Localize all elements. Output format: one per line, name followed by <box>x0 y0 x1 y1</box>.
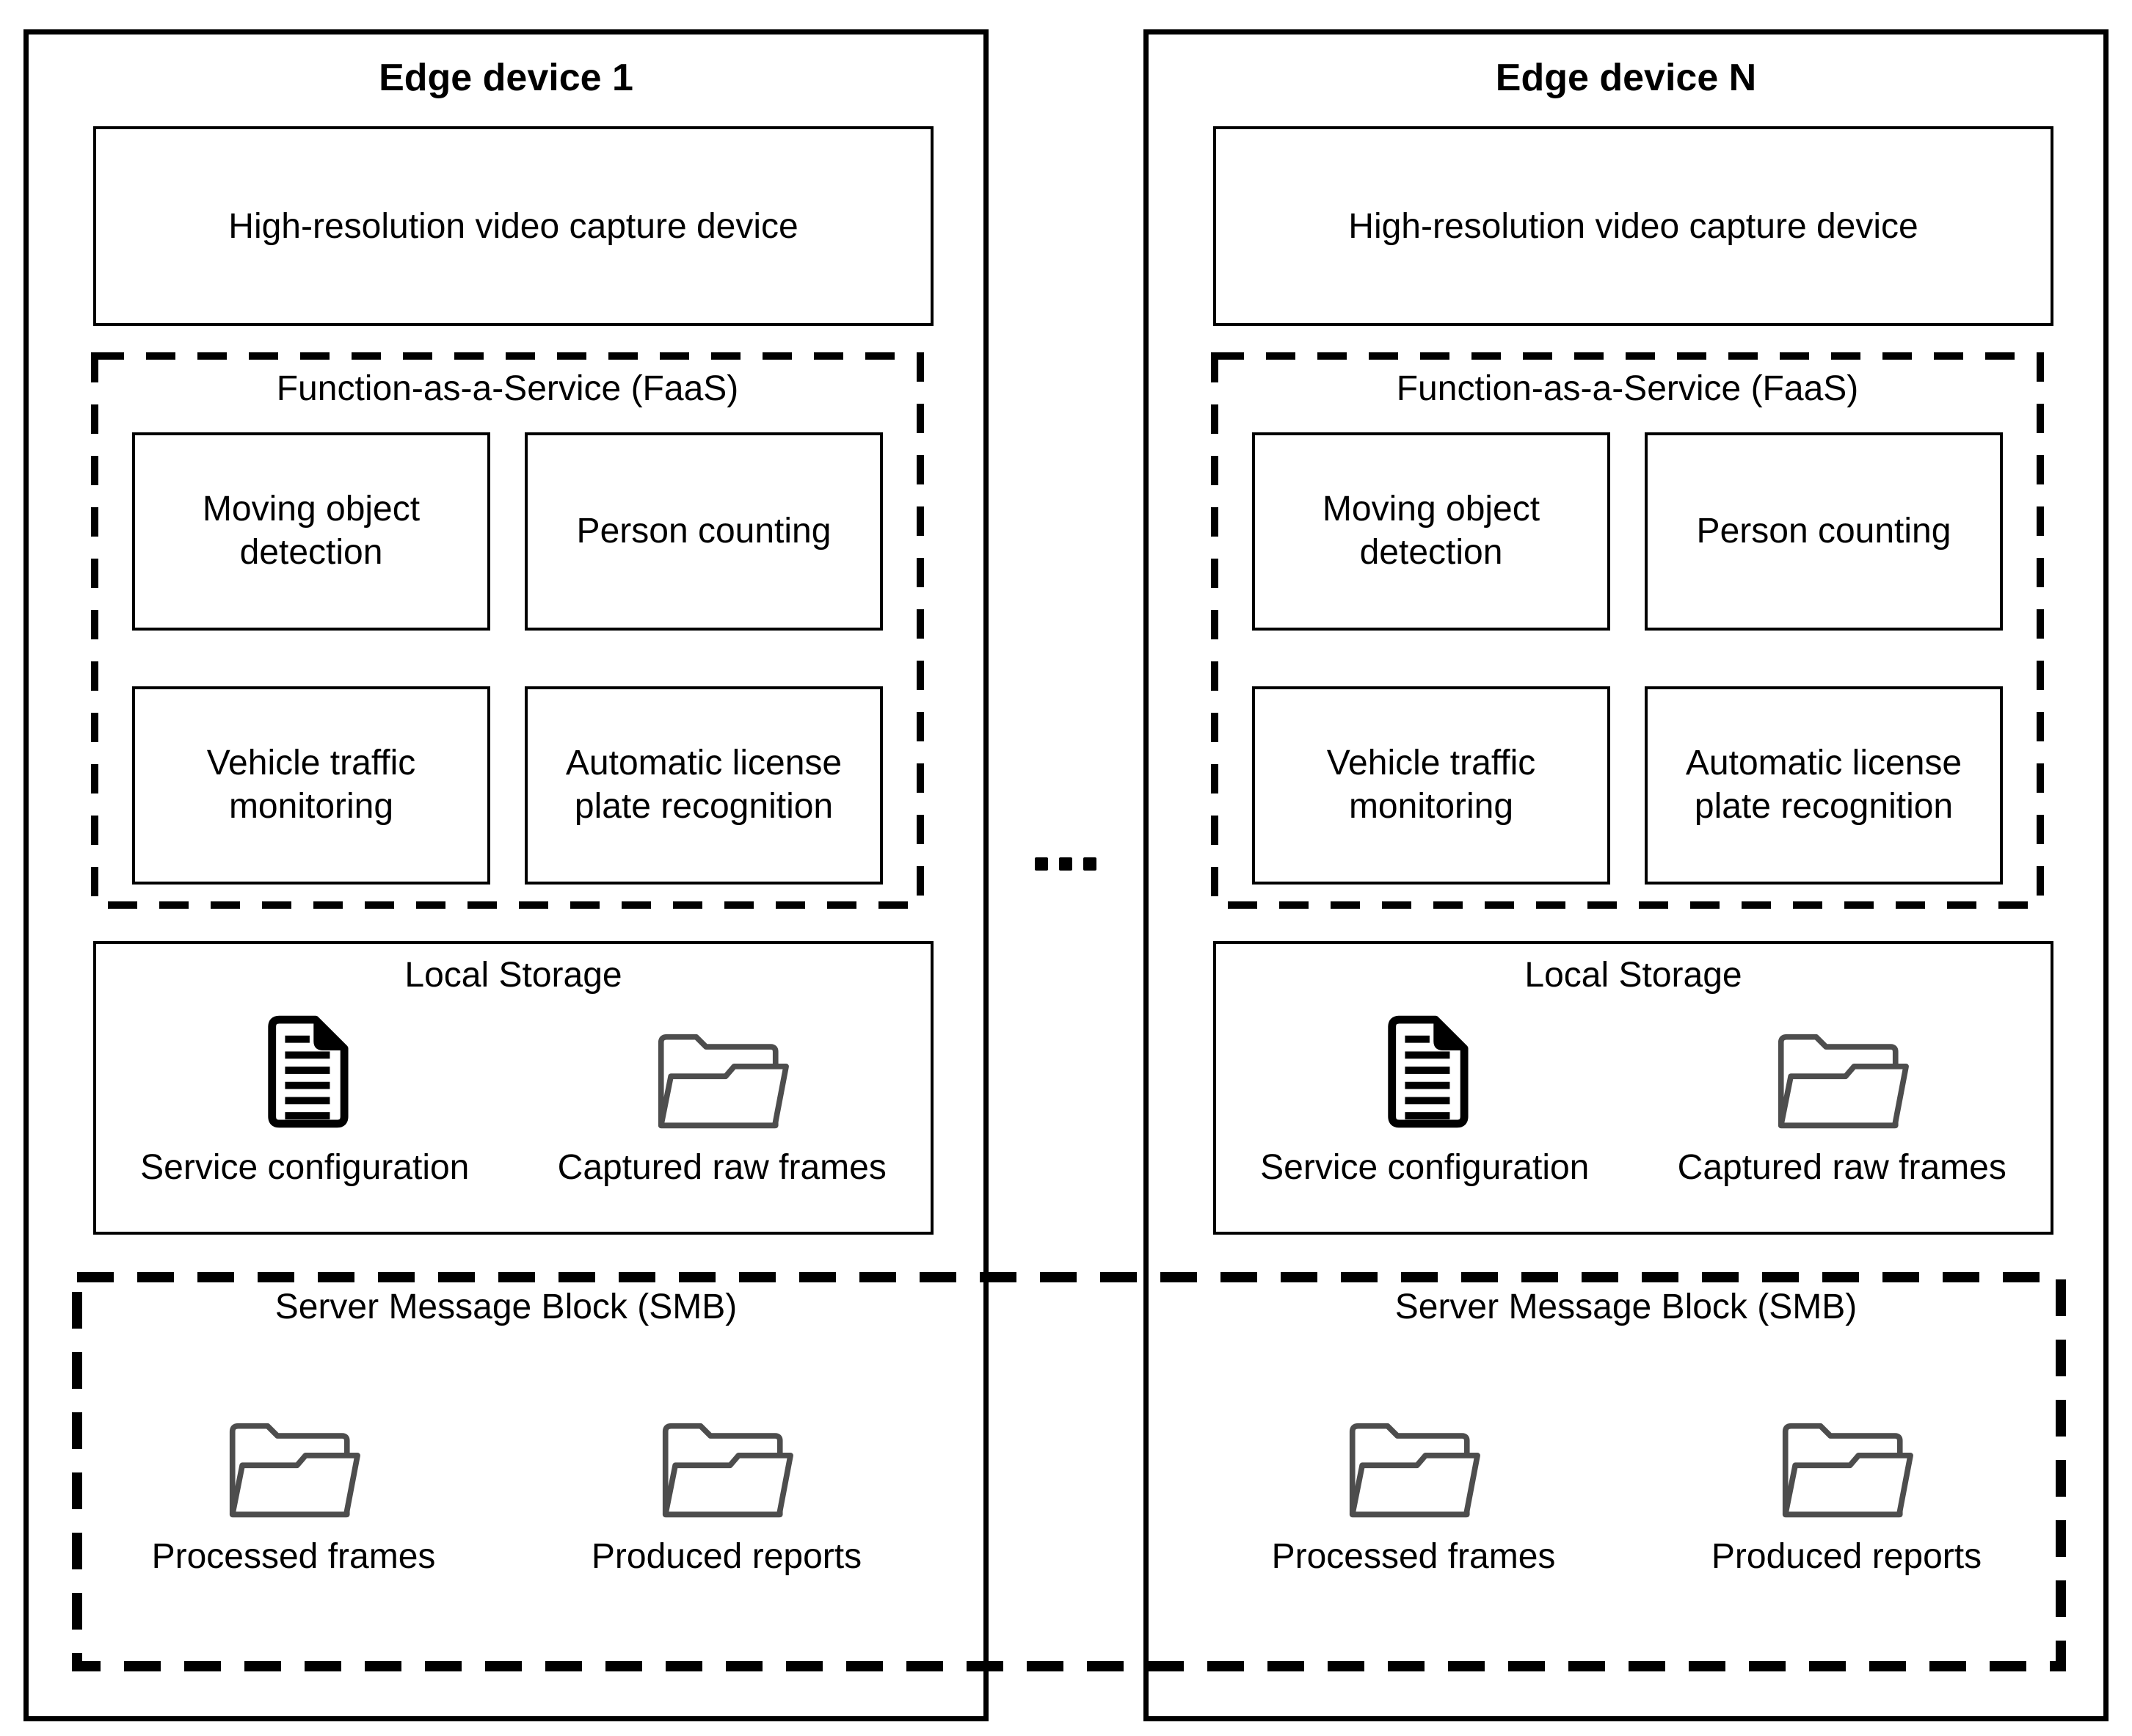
smb-item-label: Produced reports <box>1711 1537 1982 1576</box>
video-capture-box: High-resolution video capture device <box>1213 126 2053 326</box>
storage-item: Service configuration <box>1216 1014 1634 1188</box>
edge-device-n-box: Edge device N High-resolution video capt… <box>1143 29 2109 1721</box>
local-storage-box: Local Storage <box>1213 941 2053 1235</box>
storage-item: Service configuration <box>96 1014 514 1188</box>
faas-function-label: Person counting <box>576 511 832 551</box>
faas-group: Function-as-a-Service (FaaS) Moving obje… <box>95 356 920 905</box>
storage-item-label: Service configuration <box>1260 1148 1590 1187</box>
local-storage-title: Local Storage <box>1524 956 1742 995</box>
faas-function-label: Automatic license plate recognition <box>1685 744 1962 826</box>
faas-title: Function-as-a-Service (FaaS) <box>276 369 739 408</box>
faas-function-label: Automatic license plate recognition <box>565 744 843 826</box>
faas-function-box: Person counting <box>525 432 883 631</box>
device-title: Edge device N <box>1495 57 1757 99</box>
ellipsis-dot <box>1083 857 1096 871</box>
faas-function-box: Moving object detection <box>132 432 490 631</box>
faas-function-label: Moving object detection <box>1322 490 1540 572</box>
storage-item: Captured raw frames <box>1634 1014 2051 1188</box>
storage-item-label: Captured raw frames <box>1677 1148 2007 1187</box>
ellipsis-icon <box>1035 857 1096 871</box>
device-title: Edge device 1 <box>379 57 633 99</box>
smb-title: Server Message Block (SMB) <box>1394 1288 1858 1326</box>
edge-device-1-box: Edge device 1 High-resolution video capt… <box>23 29 989 1721</box>
local-storage-items: Service configuration Captured raw frame… <box>1216 1014 2051 1188</box>
storage-item-label: Service configuration <box>140 1148 470 1187</box>
local-storage-title: Local Storage <box>404 956 622 995</box>
faas-group: Function-as-a-Service (FaaS) Moving obje… <box>1215 356 2040 905</box>
faas-function-box: Person counting <box>1645 432 2003 631</box>
faas-function-box: Automatic license plate recognition <box>525 686 883 885</box>
local-storage-items: Service configuration Captured raw frame… <box>96 1014 931 1188</box>
faas-function-box: Vehicle traffic monitoring <box>132 686 490 885</box>
smb-item-label: Processed frames <box>1271 1537 1556 1576</box>
smb-items: Processed frames Produced reports <box>77 1416 943 1577</box>
folder-icon <box>1779 1416 1914 1519</box>
smb-item: Produced reports <box>1630 1416 2063 1577</box>
folder-icon <box>1775 1014 1910 1130</box>
faas-function-label: Vehicle traffic monitoring <box>1326 744 1536 826</box>
video-capture-label: High-resolution video capture device <box>228 206 798 246</box>
smb-item: Processed frames <box>77 1416 510 1577</box>
storage-item-label: Captured raw frames <box>557 1148 887 1187</box>
folder-icon <box>226 1416 361 1519</box>
smb-item-label: Produced reports <box>591 1537 862 1576</box>
smb-items: Processed frames Produced reports <box>1197 1416 2063 1577</box>
folder-icon <box>655 1014 790 1130</box>
smb-item-label: Processed frames <box>151 1537 436 1576</box>
video-capture-box: High-resolution video capture device <box>93 126 934 326</box>
document-icon <box>259 1014 350 1130</box>
smb-item: Processed frames <box>1197 1416 1630 1577</box>
local-storage-box: Local Storage <box>93 941 934 1235</box>
faas-function-label: Vehicle traffic monitoring <box>206 744 416 826</box>
folder-icon <box>659 1416 794 1519</box>
ellipsis-dot <box>1059 857 1072 871</box>
video-capture-label: High-resolution video capture device <box>1348 206 1918 246</box>
smb-item: Produced reports <box>510 1416 943 1577</box>
folder-icon <box>1346 1416 1481 1519</box>
faas-function-box: Moving object detection <box>1252 432 1610 631</box>
document-icon <box>1379 1014 1470 1130</box>
faas-function-label: Moving object detection <box>202 490 421 572</box>
faas-function-label: Person counting <box>1696 511 1951 551</box>
faas-function-box: Automatic license plate recognition <box>1645 686 2003 885</box>
smb-title: Server Message Block (SMB) <box>274 1288 738 1326</box>
ellipsis-dot <box>1035 857 1048 871</box>
storage-item: Captured raw frames <box>514 1014 931 1188</box>
faas-function-box: Vehicle traffic monitoring <box>1252 686 1610 885</box>
faas-title: Function-as-a-Service (FaaS) <box>1396 369 1859 408</box>
